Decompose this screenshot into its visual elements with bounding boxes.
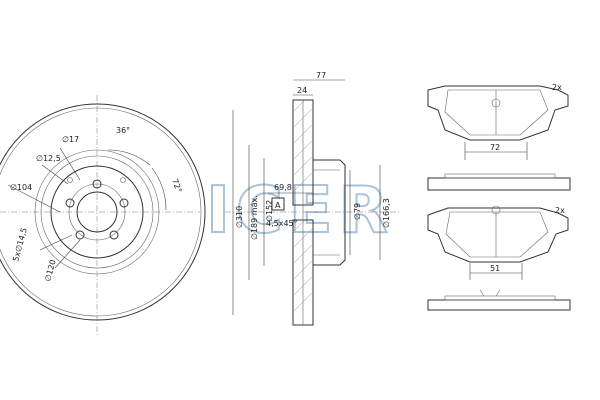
icer-watermark: ICER [205, 173, 394, 249]
pad-top-side-friction [444, 173, 556, 179]
leader-d12-5 [41, 164, 69, 185]
leader-d120 [54, 239, 81, 269]
leader-d104 [7, 184, 61, 213]
bolt-hole [119, 198, 129, 208]
angle-36-arc [107, 149, 151, 166]
label-pad-top-qty: 2x [552, 83, 562, 92]
label-d120: ∅120 [43, 259, 57, 283]
label-d79: ∅79 [353, 203, 362, 220]
label-d310: ∅310 [235, 206, 244, 228]
label-d166-3: ∅166,3 [382, 198, 391, 228]
leader-bolts [39, 234, 73, 251]
angle-72-arc [151, 167, 167, 211]
label-d104: ∅104 [10, 183, 32, 192]
label-d152: ∅152 [265, 200, 274, 222]
bolt-hole [65, 198, 75, 208]
label-pad-top-width: 72 [490, 143, 500, 152]
friction-ring-inner [34, 149, 160, 275]
ref-a-box [271, 197, 285, 211]
label-bolts: 5x∅14,5 [11, 227, 29, 263]
label-angle-36: 36° [116, 126, 130, 135]
label-pad-bottom-qty: 2x [555, 206, 565, 215]
pad-top-friction [444, 89, 549, 136]
disc-side-view: 77 24 ∅310 ∅189 máx. ∅152 69,8 A 4,5x45°… [225, 71, 400, 326]
bolt-hole [109, 230, 119, 240]
pilot-hole [120, 177, 126, 183]
hat-profile [313, 159, 346, 266]
label-pad-bottom-width: 51 [490, 264, 500, 273]
pad-bottom-friction [445, 211, 549, 258]
label-d189: ∅189 máx. [250, 195, 259, 240]
pilot-hole [67, 177, 73, 183]
label-h69-8: 69,8 [274, 183, 292, 192]
label-ref-a: A [275, 201, 281, 210]
pad-bottom-outline [427, 207, 569, 263]
bolt-hole [92, 179, 102, 189]
label-chamfer: 4,5x45° [266, 219, 298, 228]
hat-outer [40, 155, 154, 269]
leader-d17 [59, 147, 81, 181]
hub-circle [50, 165, 144, 259]
disc-outer-edge [0, 107, 202, 317]
pad-bottom-clip [479, 289, 501, 297]
brake-pad-bottom: 2x 51 [427, 205, 571, 311]
pcd-circle [68, 183, 126, 241]
label-d17: ∅17 [62, 135, 79, 144]
label-w24: 24 [297, 86, 307, 95]
watermark-text: ICER [206, 174, 394, 248]
center-bore [76, 191, 118, 233]
disc-outer-circle [0, 103, 206, 321]
disc-front-view: ∅17 36° ∅12,5 ∅104 5x∅14,5 ∅120 72° [0, 95, 206, 335]
pad-bottom-side-friction [444, 295, 556, 301]
bolt-hole [75, 230, 85, 240]
pad-top-outline [427, 85, 569, 141]
pad-top-side-profile [427, 177, 571, 191]
label-d12-5: ∅12,5 [36, 154, 61, 163]
label-w77: 77 [316, 71, 326, 80]
pad-bottom-side-profile [427, 299, 571, 311]
bolt-holes [65, 179, 129, 240]
label-angle-72: 72° [170, 178, 183, 194]
brake-pad-top: 2x 72 [427, 83, 571, 191]
